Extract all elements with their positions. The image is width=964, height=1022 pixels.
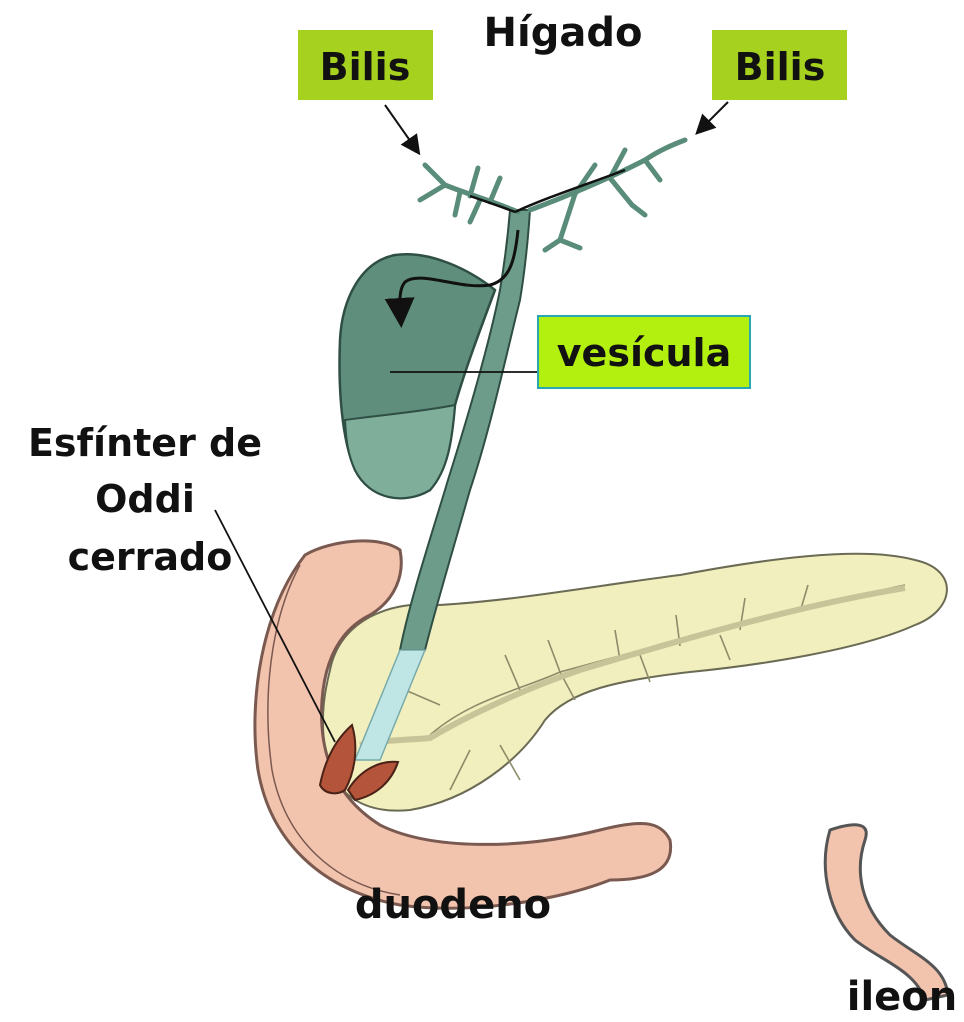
sphincter-label-line-2: Oddi <box>95 477 195 521</box>
liver-label: Hígado <box>484 10 643 56</box>
right-bile-arrow <box>698 102 728 132</box>
left-bile-arrow <box>385 105 418 152</box>
ileum-label: ileon <box>847 974 958 1020</box>
sphincter-label-line-3: cerrado <box>68 535 233 579</box>
gallbladder-label: vesícula <box>557 331 731 375</box>
duodenum-label: duodeno <box>355 882 551 928</box>
bile-right-label: Bilis <box>735 45 826 89</box>
hepatic-ducts <box>420 140 685 250</box>
bile-left-label: Bilis <box>320 45 411 89</box>
sphincter-label-line-1: Esfínter de <box>28 421 262 465</box>
